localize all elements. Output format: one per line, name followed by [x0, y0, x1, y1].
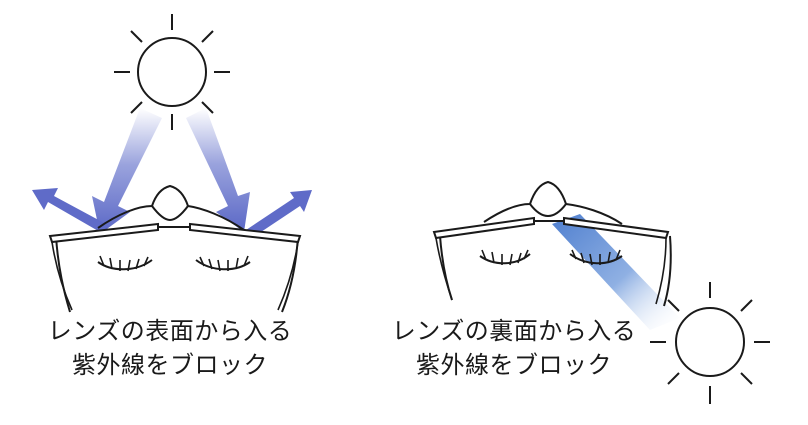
face-with-glasses-illustration: [432, 180, 672, 307]
panel-back-surface: レンズの裏面から入る 紫外線をブロック: [392, 0, 808, 425]
sun-icon: [114, 14, 230, 130]
caption-line-2: 紫外線をブロック: [72, 351, 268, 379]
caption-line-2: 紫外線をブロック: [416, 351, 612, 379]
front-surface-illustration: [32, 14, 312, 313]
caption-line-1: レンズの裏面から入る: [391, 317, 637, 345]
uv-ray-arrow: [552, 214, 680, 330]
caption-line-1: レンズの表面から入る: [47, 317, 293, 345]
sun-icon: [650, 282, 770, 404]
face-with-glasses-illustration: [48, 184, 302, 313]
caption-back-surface: レンズの裏面から入る 紫外線をブロック: [384, 314, 644, 382]
panel-front-surface: レンズの表面から入る 紫外線をブロック: [32, 14, 312, 382]
caption-front-surface: レンズの表面から入る 紫外線をブロック: [40, 314, 300, 382]
back-surface-illustration: [432, 180, 770, 404]
uv-ray-arrow: [32, 188, 312, 238]
uv-ray-arrow: [92, 108, 250, 234]
